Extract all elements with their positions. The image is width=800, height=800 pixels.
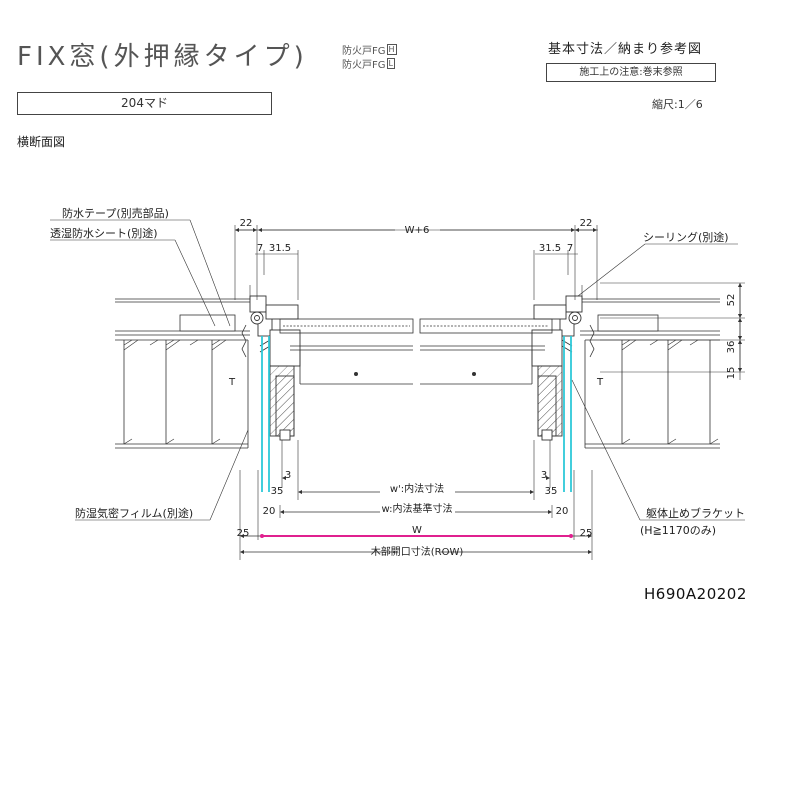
dim-w-prime: w':内法寸法: [390, 482, 444, 495]
dim-w-big: W: [412, 525, 422, 536]
dim-3-left: 3: [285, 470, 291, 481]
callout-sealing: シーリング(別途): [643, 230, 729, 244]
model-name-box: 204マド: [17, 92, 272, 115]
dim-22-left: 22: [240, 218, 253, 229]
fire-rating-badge-l: 防火戸FG L: [342, 56, 395, 71]
section-title: 横断面図: [17, 135, 66, 149]
drawing-title: FIX窓(外押縁タイプ): [17, 42, 308, 72]
right-frame: [531, 295, 583, 441]
construction-notice: 施工上の注意:巻末参照: [546, 63, 716, 82]
fire-rating-suffix: L: [386, 58, 395, 69]
callout-vapor-film: 防湿気密フィルム(別途): [75, 506, 193, 520]
dim-20-left: 20: [263, 506, 276, 517]
dim-20-right: 20: [556, 506, 569, 517]
cyan-lines: [261, 336, 572, 492]
dim-15: 15: [726, 367, 737, 380]
callout-moisture-sheet: 透湿防水シート(別途): [50, 226, 158, 240]
dim-row: 木部開口寸法(ROW): [371, 545, 464, 558]
drawing-code: H690A20202: [644, 585, 747, 603]
dim-7-right: 7: [567, 243, 573, 254]
fire-rating-label: 防火戸FG: [342, 60, 386, 71]
dim-31-5-right: 31.5: [539, 243, 561, 254]
dim-w-plus-6: W+6: [405, 225, 430, 236]
dim-w-small: w:内法基準寸法: [381, 502, 452, 515]
dim-25-left: 25: [237, 528, 250, 539]
callout-waterproof-tape: 防水テープ(別売部品): [62, 206, 169, 220]
dim-36: 36: [726, 341, 737, 354]
scale-label: 縮尺:1／6: [652, 98, 703, 111]
fire-rating-label: 防火戸FG: [342, 46, 386, 57]
dim-31-5-left: 31.5: [269, 243, 291, 254]
dim-7-left: 7: [257, 243, 263, 254]
t-label-left: T: [228, 377, 236, 388]
dim-35-right: 35: [545, 486, 558, 497]
callout-bracket-note: (H≧1170のみ): [640, 524, 716, 537]
callout-bracket: 躯体止めブラケット: [646, 506, 745, 520]
t-label-right: T: [596, 377, 604, 388]
fire-rating-badge-h: 防火戸FG H: [342, 42, 397, 57]
left-frame: [249, 295, 301, 441]
fire-rating-suffix: H: [386, 44, 397, 55]
dim-3-right: 3: [541, 470, 547, 481]
dim-35-left: 35: [271, 486, 284, 497]
dim-25-right: 25: [580, 528, 593, 539]
dim-52: 52: [726, 294, 737, 307]
glass-unit: [279, 318, 553, 385]
dim-22-right: 22: [580, 218, 593, 229]
document-type: 基本寸法／納まり参考図: [548, 42, 703, 57]
